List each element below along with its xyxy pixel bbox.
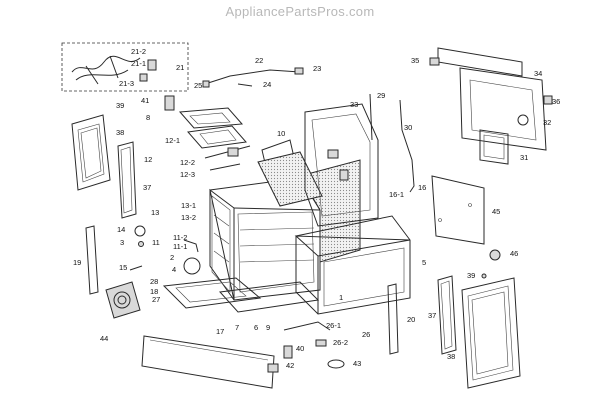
part-42 (267, 363, 279, 373)
callout-c29: 29 (377, 91, 385, 100)
callout-c1: 1 (339, 293, 343, 302)
callout-c19: 19 (73, 258, 81, 267)
callout-c10: 10 (277, 129, 285, 138)
callout-c36: 36 (552, 97, 560, 106)
callout-c6: 6 (254, 323, 258, 332)
callout-c17: 17 (216, 327, 224, 336)
callout-c3: 3 (120, 238, 124, 247)
rear-panel (304, 103, 379, 227)
callout-c32: 32 (543, 118, 551, 127)
part-15 (129, 265, 143, 271)
bottom-tray-27 (162, 277, 262, 309)
part-43 (327, 359, 345, 369)
filter-31 (479, 129, 509, 165)
callout-c13-1: 13-1 (181, 201, 196, 210)
callout-c43: 43 (353, 359, 361, 368)
callout-c5: 5 (422, 258, 426, 267)
callout-c4: 4 (172, 265, 176, 274)
callout-c40: 40 (296, 344, 304, 353)
callout-c27: 27 (152, 295, 160, 304)
callout-c20: 20 (407, 315, 415, 324)
callout-c21-1: 21-1 (131, 59, 146, 68)
callout-c21-2: 21-2 (131, 47, 146, 56)
callout-c15: 15 (119, 263, 127, 272)
bottom-plate (218, 281, 320, 313)
door-frame-right (461, 277, 521, 389)
watermark: AppliancePartsPros.com (225, 4, 375, 19)
door-strip-right (437, 275, 457, 355)
callout-c38a: 38 (116, 128, 124, 137)
callout-c11: 11 (152, 238, 160, 247)
switch-40 (283, 345, 293, 359)
callout-c35: 35 (411, 56, 419, 65)
top-plates (178, 107, 251, 171)
part-14 (134, 225, 146, 237)
callout-c46: 46 (510, 249, 518, 258)
callout-c45: 45 (492, 207, 500, 216)
callout-c23: 23 (313, 64, 321, 73)
callout-c8: 8 (146, 113, 150, 122)
callout-c12: 12 (144, 155, 152, 164)
callout-c11-1: 11-1 (173, 242, 187, 251)
callout-c7: 7 (235, 323, 239, 332)
screw-39 (481, 273, 487, 279)
part-3 (138, 241, 144, 247)
outer-shell (294, 215, 411, 315)
callout-c38b: 38 (447, 352, 455, 361)
rail-19 (85, 225, 99, 295)
rail-20 (387, 283, 399, 355)
callout-c11-2: 11-2 (173, 233, 187, 242)
callout-c33: 33 (350, 100, 358, 109)
callout-c2: 2 (170, 253, 174, 262)
sensor-11 (183, 239, 199, 253)
knob-46 (489, 249, 501, 261)
callout-c9: 9 (266, 323, 270, 332)
callout-c44: 44 (100, 334, 108, 343)
burner-18 (105, 281, 141, 319)
callout-c39b: 39 (467, 271, 475, 280)
callout-c34: 34 (534, 69, 542, 78)
callout-c41: 41 (141, 96, 149, 105)
tube-30 (399, 99, 415, 193)
callout-c12-2: 12-2 (180, 158, 195, 167)
toe-kick-44 (141, 335, 275, 389)
callout-c21-3: 21-3 (119, 79, 134, 88)
callout-c12-1: 12-1 (165, 136, 180, 145)
door-frame-left (71, 114, 111, 191)
door-strip-left (117, 141, 137, 219)
callout-c39a: 39 (116, 101, 124, 110)
bracket-41 (164, 95, 175, 111)
callout-c14: 14 (117, 225, 125, 234)
callout-c26-2: 26-2 (333, 338, 348, 347)
callout-c25: 25 (194, 81, 202, 90)
callout-c22: 22 (255, 56, 263, 65)
callout-c37a: 37 (143, 183, 151, 192)
side-panel-45 (431, 175, 485, 245)
callout-c16: 16 (418, 183, 426, 192)
callout-c26: 26 (362, 330, 370, 339)
wire-top (202, 67, 304, 88)
callout-c26-1: 26-1 (326, 321, 341, 330)
back-cover (429, 47, 553, 151)
insulation-top (257, 151, 323, 207)
callout-c13: 13 (151, 208, 159, 217)
tube-29 (369, 93, 373, 141)
callout-c42: 42 (286, 361, 294, 370)
callout-c30: 30 (404, 123, 412, 132)
callout-c31: 31 (520, 153, 528, 162)
callout-c12-3: 12-3 (180, 170, 195, 179)
callout-c37b: 37 (428, 311, 436, 320)
callout-c18: 18 (150, 287, 158, 296)
ring-2-4 (183, 257, 201, 275)
callout-c16-1: 16-1 (389, 190, 404, 199)
callout-c13-2: 13-2 (181, 213, 196, 222)
callout-c24: 24 (263, 80, 271, 89)
wire-harness-box (61, 42, 189, 92)
callout-c28: 28 (150, 277, 158, 286)
igniter-26 (283, 321, 331, 347)
callout-c21: 21 (176, 63, 184, 72)
